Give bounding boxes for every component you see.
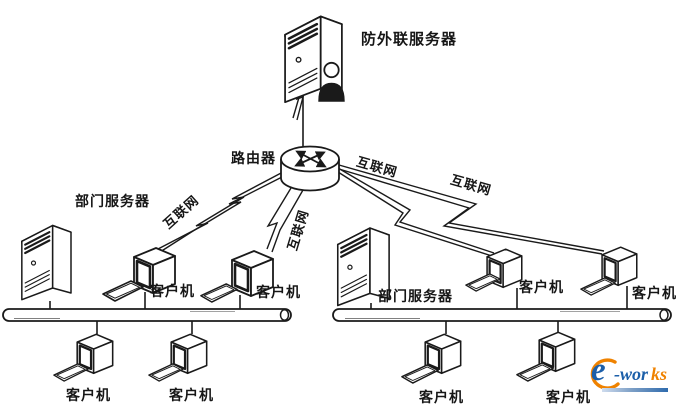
label-client-bottom-left-2: 客户机	[169, 387, 214, 403]
label-client-bottom-right-2: 客户机	[546, 389, 591, 405]
keyboard-icon-bottom-right-2	[516, 362, 554, 382]
lightning-icon	[157, 171, 285, 253]
label-dept-server-left: 部门服务器	[75, 193, 150, 209]
keyboard-icon-bottom-left-2	[148, 363, 184, 382]
bus-pipe-right	[332, 308, 672, 322]
label-client-bottom-left-1: 客户机	[66, 387, 111, 403]
logo-e-letter: e	[591, 352, 606, 388]
label-client-mid-left-2: 客户机	[256, 284, 301, 300]
label-client-mid-right-2: 客户机	[632, 285, 677, 301]
logo-wor-text: -wor	[614, 364, 649, 384]
logo-underline-bar	[602, 388, 668, 392]
watermark-logo: e -wor ks	[582, 352, 677, 404]
lightning-icon	[266, 187, 304, 253]
bus-drop-lines	[49, 286, 628, 334]
person-icon	[318, 61, 345, 102]
router-icon	[280, 145, 340, 192]
label-dept-server-right: 部门服务器	[378, 288, 453, 304]
label-client-mid-left-1: 客户机	[150, 283, 195, 299]
keyboard-icon-mid-left-2	[200, 283, 238, 303]
keyboard-icon-mid-left-1	[102, 280, 144, 302]
lightning-icon	[338, 164, 605, 255]
logo-ks-text: ks	[651, 364, 668, 384]
link-lines	[49, 75, 628, 334]
label-client-bottom-right-1: 客户机	[419, 389, 464, 405]
server-icon-dept-left	[20, 224, 73, 301]
keyboard-icon-bottom-left-1	[53, 363, 89, 382]
keyboard-icon-mid-right-2	[580, 277, 616, 296]
label-client-mid-right-1: 客户机	[519, 279, 564, 295]
label-router: 路由器	[231, 150, 276, 166]
label-external-server: 防外联服务器	[361, 31, 458, 48]
bus-pipe-left	[2, 308, 292, 322]
lightning-icon	[337, 167, 495, 257]
logo-swoosh-icon	[590, 358, 620, 390]
keyboard-icon-bottom-right-1	[401, 364, 439, 384]
